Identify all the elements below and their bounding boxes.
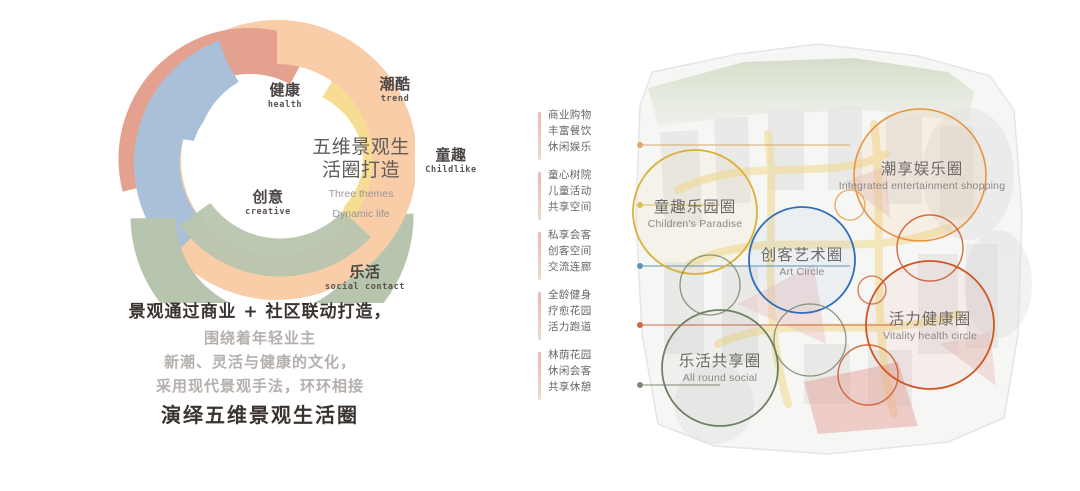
annotation-item-4: 全龄健身 疗愈花园 活力跑道	[538, 288, 628, 348]
annotation-item-2: 童心树院 儿童活动 共享空间	[538, 168, 628, 228]
annotation-bar-icon-2	[538, 172, 541, 220]
left-panel: 健康 health 潮酷 trend 童趣 Childlike 乐活 socia…	[0, 0, 520, 491]
circle-children[interactable]	[632, 149, 758, 275]
right-panel: 潮享娱乐圈 Integrated entertainment shopping …	[520, 0, 1080, 491]
annotation-2-line3: 共享空间	[548, 200, 592, 213]
annotation-2-line1: 童心树院	[548, 169, 592, 181]
circle-social-upper	[679, 254, 741, 316]
circle-entertainment-small	[834, 189, 866, 221]
caption-line-1: 景观通过商业 + 社区联动打造，	[128, 302, 392, 322]
ring-svg	[118, 20, 415, 303]
annotation-4-line2: 疗愈花园	[548, 304, 592, 317]
ring-label-childlike: 童趣 Childlike	[420, 147, 482, 175]
segment-creative-overlap	[152, 58, 240, 143]
caption-line-5: 演绎五维景观生活圈	[161, 403, 359, 428]
annotation-4-line1: 全龄健身	[548, 289, 592, 301]
siteplan-background	[635, 43, 1032, 455]
annotation-item-3: 私享会客 创客空间 交流连廊	[538, 228, 628, 288]
annotation-bar-icon-1	[538, 112, 541, 160]
annotation-list: 商业购物 丰富餐饮 休闲娱乐 童心树院 儿童活动 共享空间 私享会客 创客空间 …	[538, 108, 628, 408]
annotation-5-line3: 共享休憩	[548, 380, 592, 393]
annotation-4-line3: 活力跑道	[548, 320, 592, 333]
ring-label-childlike-en: Childlike	[425, 164, 477, 175]
annotation-1-line3: 休闲娱乐	[548, 140, 592, 153]
annotation-bar-icon-5	[538, 352, 541, 400]
annotation-3-line3: 交流连廊	[548, 260, 592, 273]
ring-label-childlike-cn: 童趣	[435, 146, 467, 164]
caption-line-2: 围绕着年轻业主	[203, 328, 316, 347]
segment-social	[130, 213, 414, 303]
circle-social[interactable]	[661, 309, 779, 427]
annotation-item-5: 林荫花园 休闲会客 共享休憩	[538, 348, 628, 408]
annotation-2-line2: 儿童活动	[548, 184, 592, 197]
five-dimension-ring-diagram: 健康 health 潮酷 trend 童趣 Childlike 乐活 socia…	[105, 18, 476, 303]
circle-social-mid	[773, 303, 847, 377]
circle-health-upper	[896, 214, 964, 282]
annotation-3-line1: 私享会客	[548, 229, 592, 241]
annotation-item-1: 商业购物 丰富餐饮 休闲娱乐	[538, 108, 628, 168]
circle-art-small	[857, 275, 887, 305]
segment-trend-overlap-top	[276, 20, 415, 161]
annotation-1-line1: 商业购物	[548, 109, 592, 121]
annotation-bar-icon-3	[538, 232, 541, 280]
annotation-5-line2: 休闲会客	[548, 364, 592, 377]
annotation-3-line2: 创客空间	[548, 244, 592, 257]
caption-line-3: 新潮、灵活与健康的文化，	[163, 352, 356, 371]
annotation-5-line1: 林荫花园	[548, 349, 592, 361]
caption-line-4: 采用现代景观手法，环环相接	[155, 377, 364, 396]
caption-block: 景观通过商业 + 社区联动打造， 围绕着年轻业主 新潮、灵活与健康的文化， 采用…	[0, 300, 520, 432]
circle-entertainment[interactable]	[853, 108, 987, 242]
circle-health[interactable]	[865, 260, 995, 390]
circle-health-lower	[837, 344, 899, 406]
annotation-1-line2: 丰富餐饮	[548, 124, 592, 137]
annotation-bar-icon-4	[538, 292, 541, 340]
circle-art[interactable]	[748, 206, 856, 314]
bubble-circles	[632, 108, 995, 427]
